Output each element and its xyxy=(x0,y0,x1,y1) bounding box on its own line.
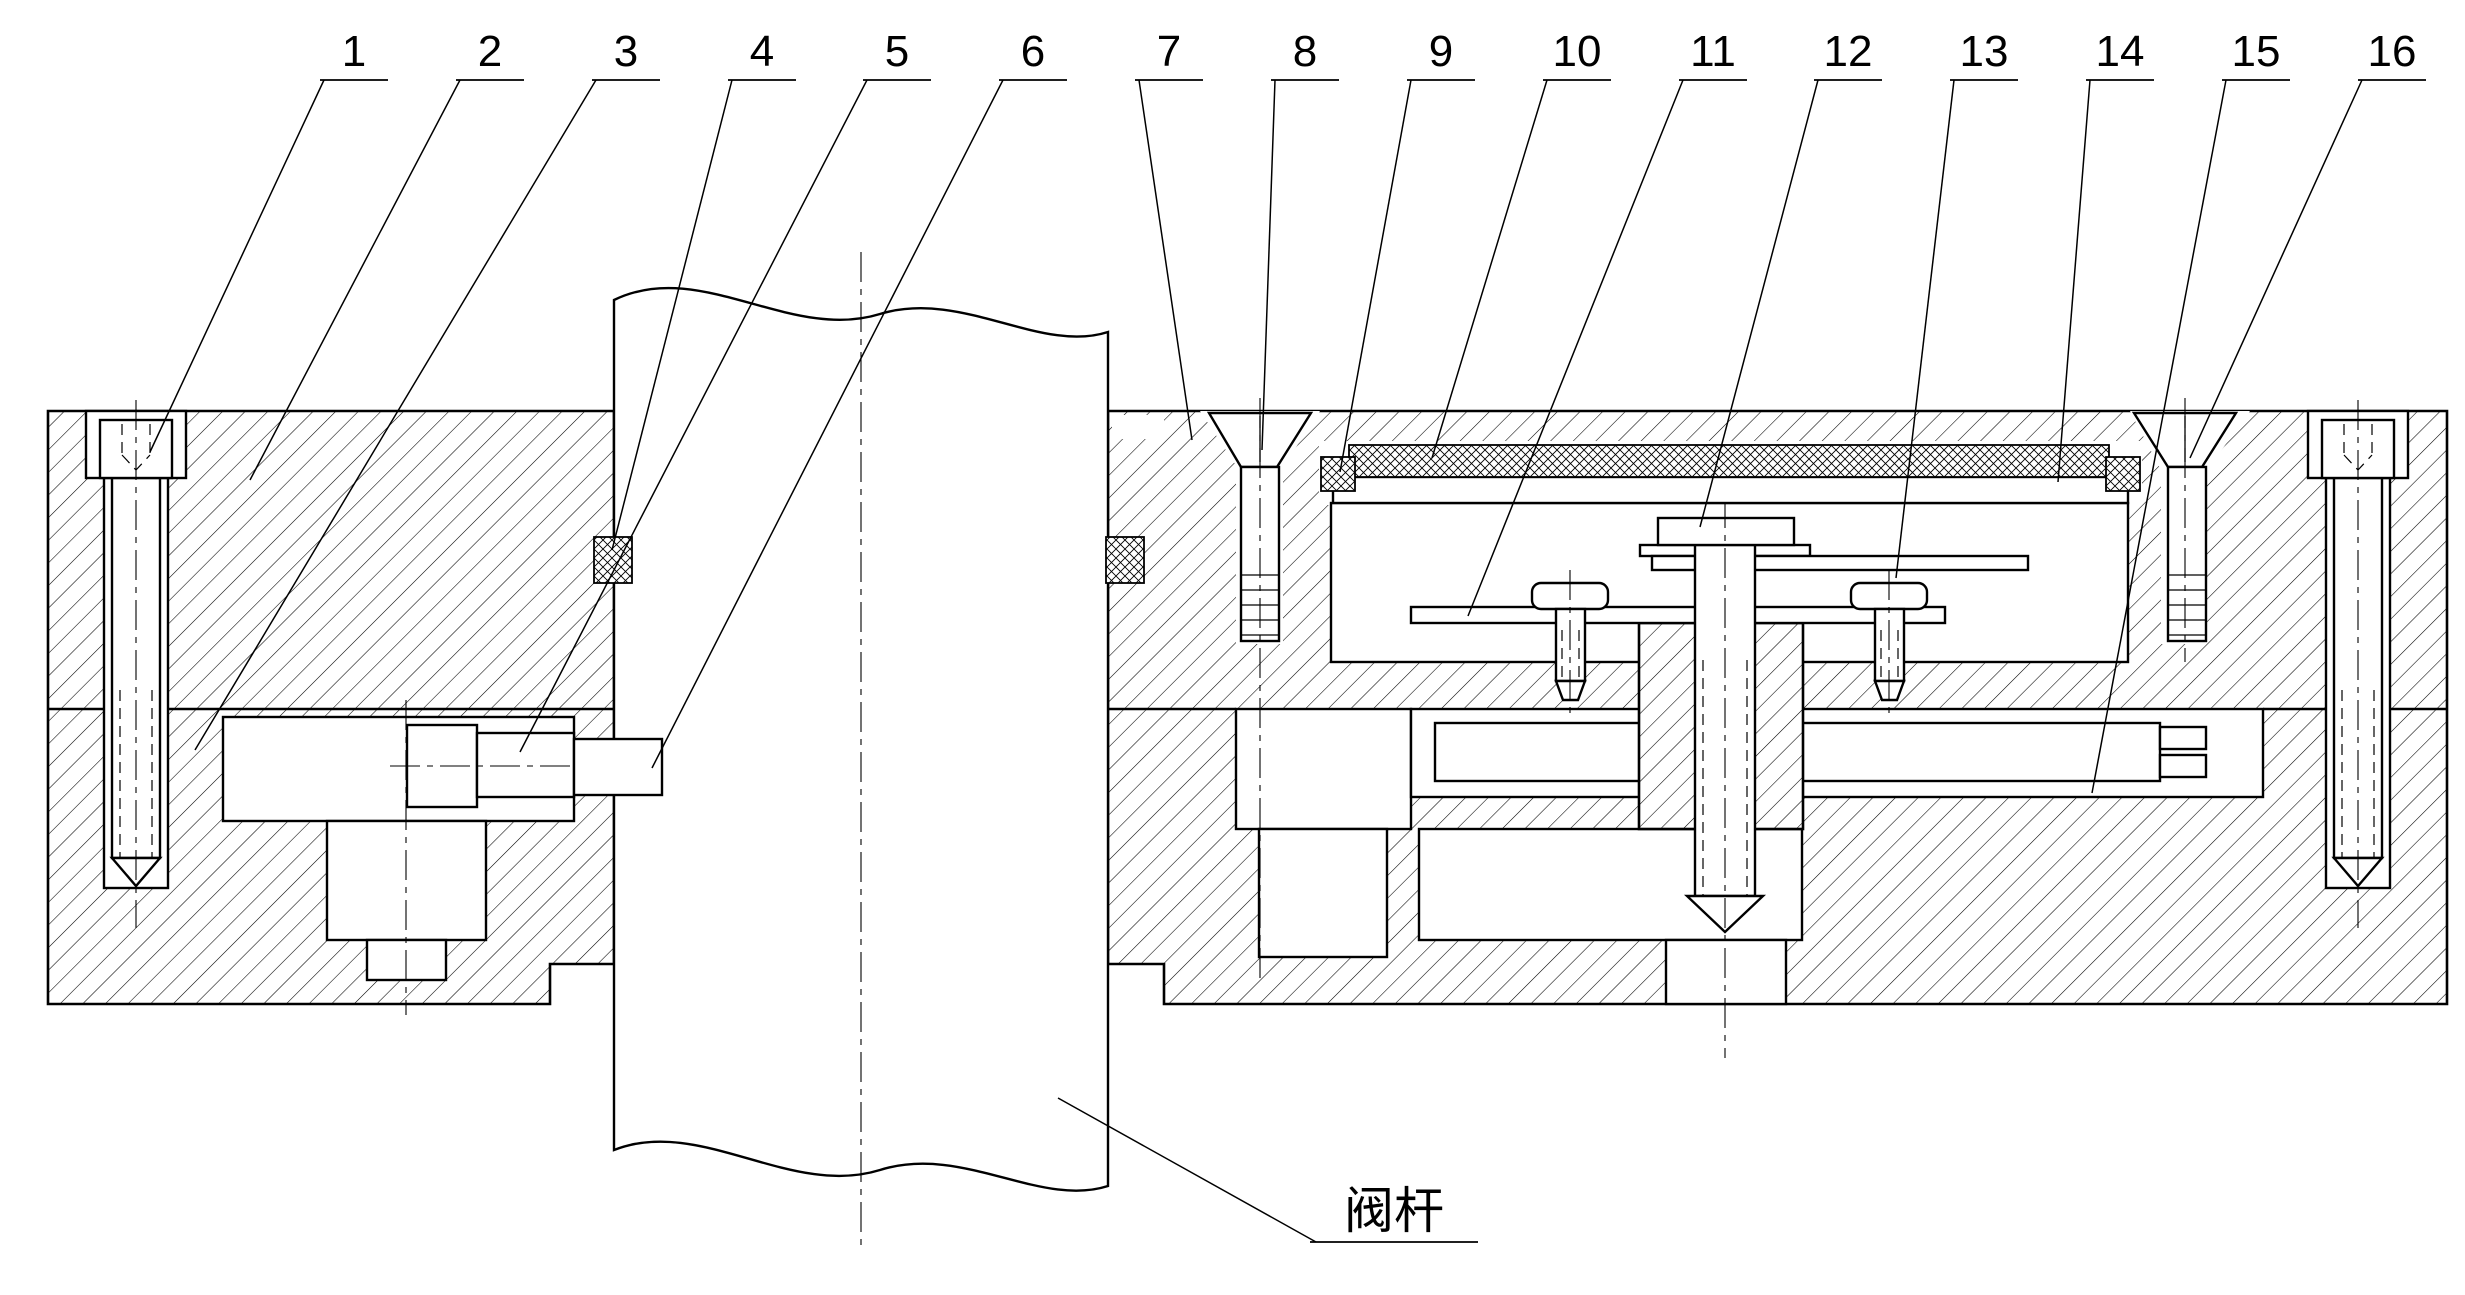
callout-label-7: 7 xyxy=(1157,27,1181,76)
valve-stem-label: 阀杆 xyxy=(1344,1183,1444,1239)
callout-label-15: 15 xyxy=(2232,27,2281,76)
callout-leader-10 xyxy=(1431,79,1548,459)
callout-leader-14 xyxy=(2057,79,2091,483)
callout-leader-12 xyxy=(1699,79,1819,528)
callout-leader-7 xyxy=(1138,79,1193,441)
lower-plate xyxy=(1409,605,1947,625)
pin-body xyxy=(475,731,576,799)
callout-label-12: 12 xyxy=(1824,27,1873,76)
valve-stem xyxy=(612,252,1110,1245)
countersunk-screw-right xyxy=(2131,398,2239,662)
csk-shank-right xyxy=(2166,465,2208,643)
callout-label-10: 10 xyxy=(1553,27,1602,76)
callout-leader-6 xyxy=(651,79,1004,769)
callout-leader-5 xyxy=(519,79,868,753)
slide-plate-fork-bottom xyxy=(2158,753,2208,779)
pin-protrusion xyxy=(572,737,664,797)
gasket-seal-left xyxy=(1320,456,1356,492)
callout-label-16: 16 xyxy=(2368,27,2417,76)
internal-mechanism xyxy=(1409,498,2208,1058)
gasket-strip xyxy=(1348,444,2110,478)
callout-leader-2 xyxy=(249,79,461,481)
bolt-thread-left xyxy=(119,690,153,858)
callout-label-5: 5 xyxy=(885,27,909,76)
callout-label-11: 11 xyxy=(1690,27,1736,76)
small-screw-right xyxy=(1849,570,1929,714)
stem-seal-right xyxy=(1105,536,1145,584)
callout-label-6: 6 xyxy=(1021,27,1045,76)
center-screw-head xyxy=(1656,516,1796,547)
callout-leader-13 xyxy=(1895,79,1955,579)
callout-label-3: 3 xyxy=(614,27,638,76)
stem-annotation: 阀杆 xyxy=(1057,1097,1478,1243)
callout-label-2: 2 xyxy=(478,27,502,76)
slide-plate-fork-top xyxy=(2158,725,2208,751)
bolt-thread-right xyxy=(2341,690,2375,858)
callout-leader-15 xyxy=(2091,79,2227,794)
callout-label-1: 1 xyxy=(342,27,366,76)
callout-leader-1 xyxy=(149,79,325,453)
gasket-seal-right xyxy=(2105,456,2141,492)
callout-label-13: 13 xyxy=(1960,27,2009,76)
callout-label-8: 8 xyxy=(1293,27,1317,76)
stem-leader xyxy=(1057,1097,1317,1243)
callout-leader-3 xyxy=(194,79,597,751)
callout-leader-8 xyxy=(1261,79,1276,451)
corner-recess xyxy=(1112,415,1164,439)
locating-pin xyxy=(390,723,700,809)
drain-slot xyxy=(1664,938,1788,1006)
center-screw xyxy=(1656,498,1796,1058)
small-screw-left xyxy=(1530,570,1610,714)
left-flange-section xyxy=(46,409,616,1015)
screw-boss-lower xyxy=(1257,827,1389,959)
countersunk-screw-left xyxy=(1206,398,1314,978)
screw-boss-upper xyxy=(1234,707,1413,831)
callout-leader-9 xyxy=(1339,79,1412,473)
socket-bolt-right xyxy=(2306,400,2410,928)
callout-label-9: 9 xyxy=(1429,27,1453,76)
callout-leader-4 xyxy=(611,79,733,551)
callouts: 1 2 3 4 5 6 7 8 9 10 xyxy=(149,27,2426,794)
cover-plate xyxy=(1331,475,2130,505)
callout-label-14: 14 xyxy=(2096,27,2145,76)
callout-label-4: 4 xyxy=(750,27,774,76)
callout-leader-11 xyxy=(1467,79,1684,617)
gasket-assembly xyxy=(1320,444,2141,505)
socket-bolt-left xyxy=(84,400,188,928)
callout-leader-16 xyxy=(2189,79,2363,459)
